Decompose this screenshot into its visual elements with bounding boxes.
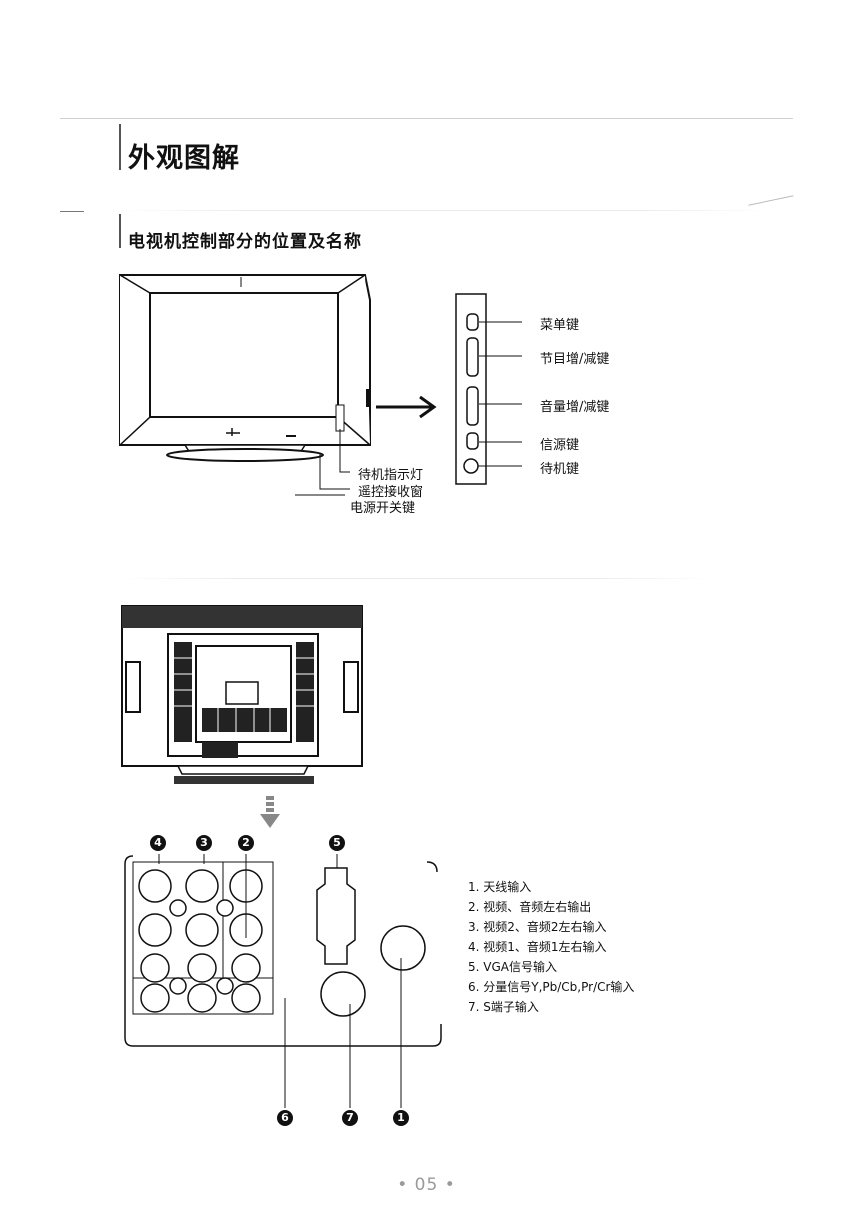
section-rule: [120, 210, 770, 211]
marker-1: 1: [393, 1110, 409, 1126]
legend-item-5: 5. VGA信号输入: [468, 960, 557, 974]
legend-item-1: 1. 天线输入: [468, 880, 532, 894]
legend-item-4: 4. 视频1、音频1左右输入: [468, 940, 607, 954]
mid-rule: [122, 578, 712, 579]
tv-screen: [149, 292, 339, 418]
legend-item-6: 6. 分量信号Y,Pb/Cb,Pr/Cr输入: [468, 980, 635, 994]
section-rule-tail: [748, 195, 794, 206]
legend-item-7: 7. S端子输入: [468, 1000, 539, 1014]
tv-front-illustration: [119, 274, 371, 496]
legend-item-3: 3. 视频2、音频2左右输入: [468, 920, 607, 934]
callout-power-switch: 电源开关键: [350, 501, 416, 516]
title-bar: [119, 124, 121, 170]
side-control-panel: [455, 293, 522, 485]
page-title: 外观图解: [128, 143, 240, 174]
marker-5: 5: [329, 835, 345, 851]
callout-channel-key: 节目增/减键: [540, 352, 610, 367]
marker-7: 7: [342, 1110, 358, 1126]
callout-standby-key: 待机键: [540, 462, 580, 477]
marker-6: 6: [277, 1110, 293, 1126]
marker-3: 3: [196, 835, 212, 851]
section-dash: [60, 211, 84, 212]
legend-item-2: 2. 视频、音频左右输出: [468, 900, 592, 914]
connector-legend: 1. 天线输入 2. 视频、音频左右输出 3. 视频2、音频2左右输入 4. 视…: [468, 878, 728, 1018]
callout-remote-receiver: 遥控接收窗: [358, 485, 424, 500]
subtitle-bar: [119, 214, 121, 248]
callout-standby-indicator: 待机指示灯: [358, 468, 424, 483]
callout-menu-key: 菜单键: [540, 318, 580, 333]
top-rule: [60, 118, 793, 119]
tv-rear-illustration: [121, 605, 363, 784]
right-arrow-icon: [376, 395, 437, 419]
page-number-value: 05: [414, 1175, 439, 1195]
connector-panel-diagram: [124, 854, 442, 1108]
down-arrow-icon: [260, 796, 280, 828]
marker-4: 4: [150, 835, 166, 851]
callout-source-key: 信源键: [540, 438, 580, 453]
page-number: • 05 •: [397, 1175, 456, 1195]
callout-volume-key: 音量增/减键: [540, 400, 610, 415]
marker-2: 2: [238, 835, 254, 851]
section-subtitle: 电视机控制部分的位置及名称: [128, 232, 362, 252]
